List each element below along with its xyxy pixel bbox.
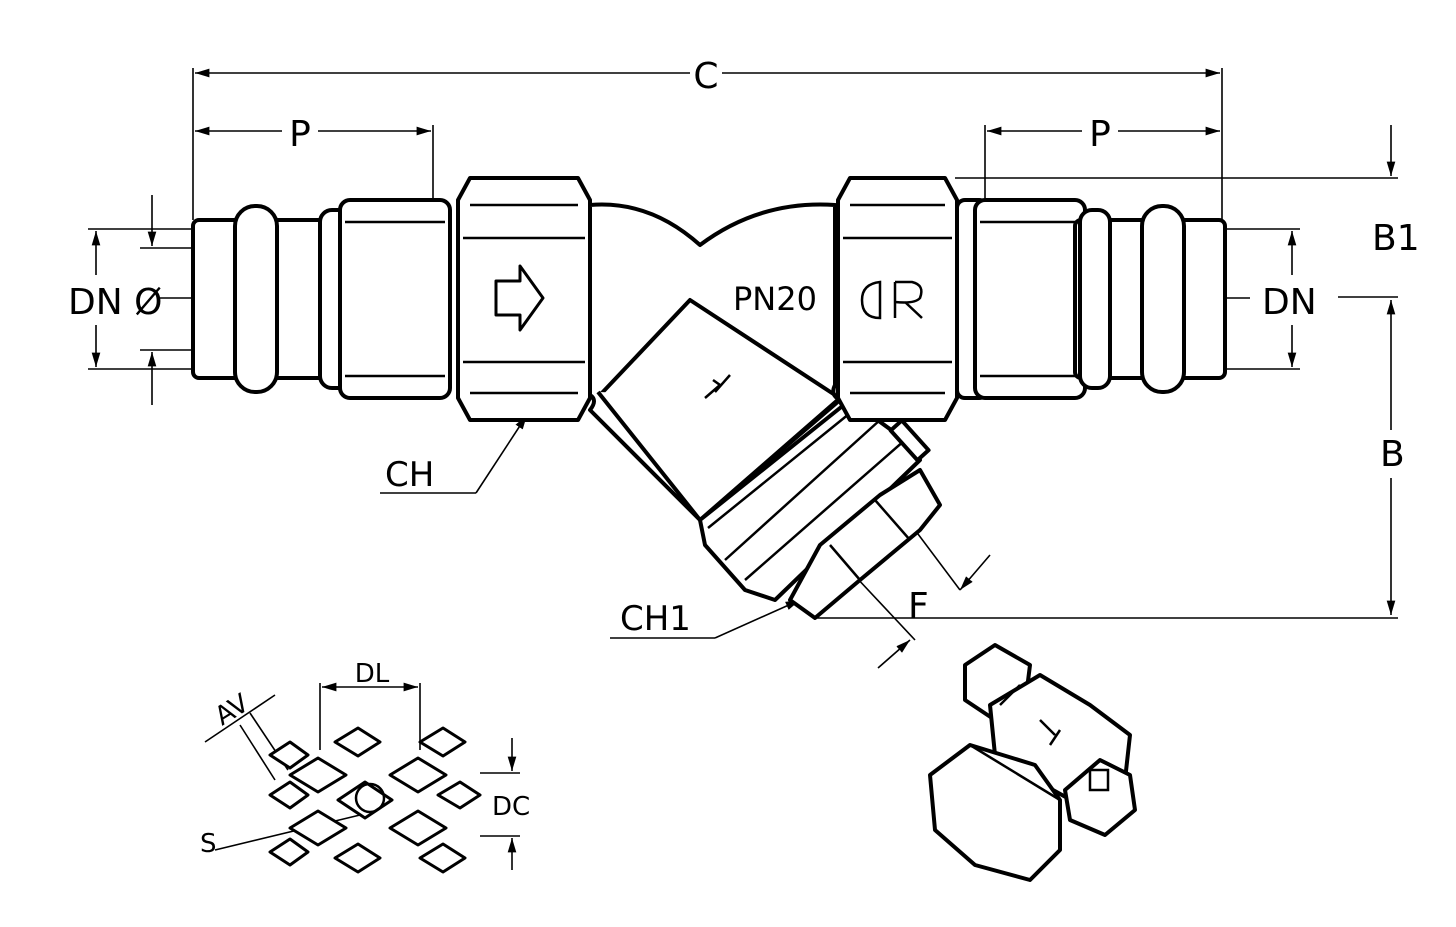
label-dl: DL (355, 659, 390, 689)
label-ch1: CH1 (620, 599, 691, 639)
label-s: S (200, 829, 217, 859)
cr-logo-icon (860, 280, 923, 320)
right-press-fitting (955, 198, 1227, 400)
label-b1: B1 (1372, 218, 1420, 259)
right-union-nut (836, 176, 959, 422)
label-f: F (908, 586, 929, 627)
label-av: AV (210, 688, 255, 732)
left-union-nut (456, 176, 592, 422)
label-p-left: P (289, 114, 311, 155)
label-c: C (693, 56, 718, 97)
label-p-right: P (1089, 114, 1111, 155)
isometric-view (928, 643, 1137, 882)
label-ch: CH (385, 455, 434, 495)
label-b: B (1380, 434, 1405, 475)
label-dc: DC (492, 792, 530, 822)
left-press-fitting (191, 198, 452, 400)
label-dn-right: DN (1262, 282, 1317, 323)
label-pn20: PN20 (733, 280, 817, 318)
strainer-body (588, 202, 942, 620)
arrow-right-icon (494, 264, 545, 332)
label-dn-left: DN Ø (68, 282, 162, 323)
labels: C P P B1 B DN Ø DN CH CH1 F PN20 DL AV D… (68, 56, 1420, 859)
mesh-detail (204, 682, 520, 874)
